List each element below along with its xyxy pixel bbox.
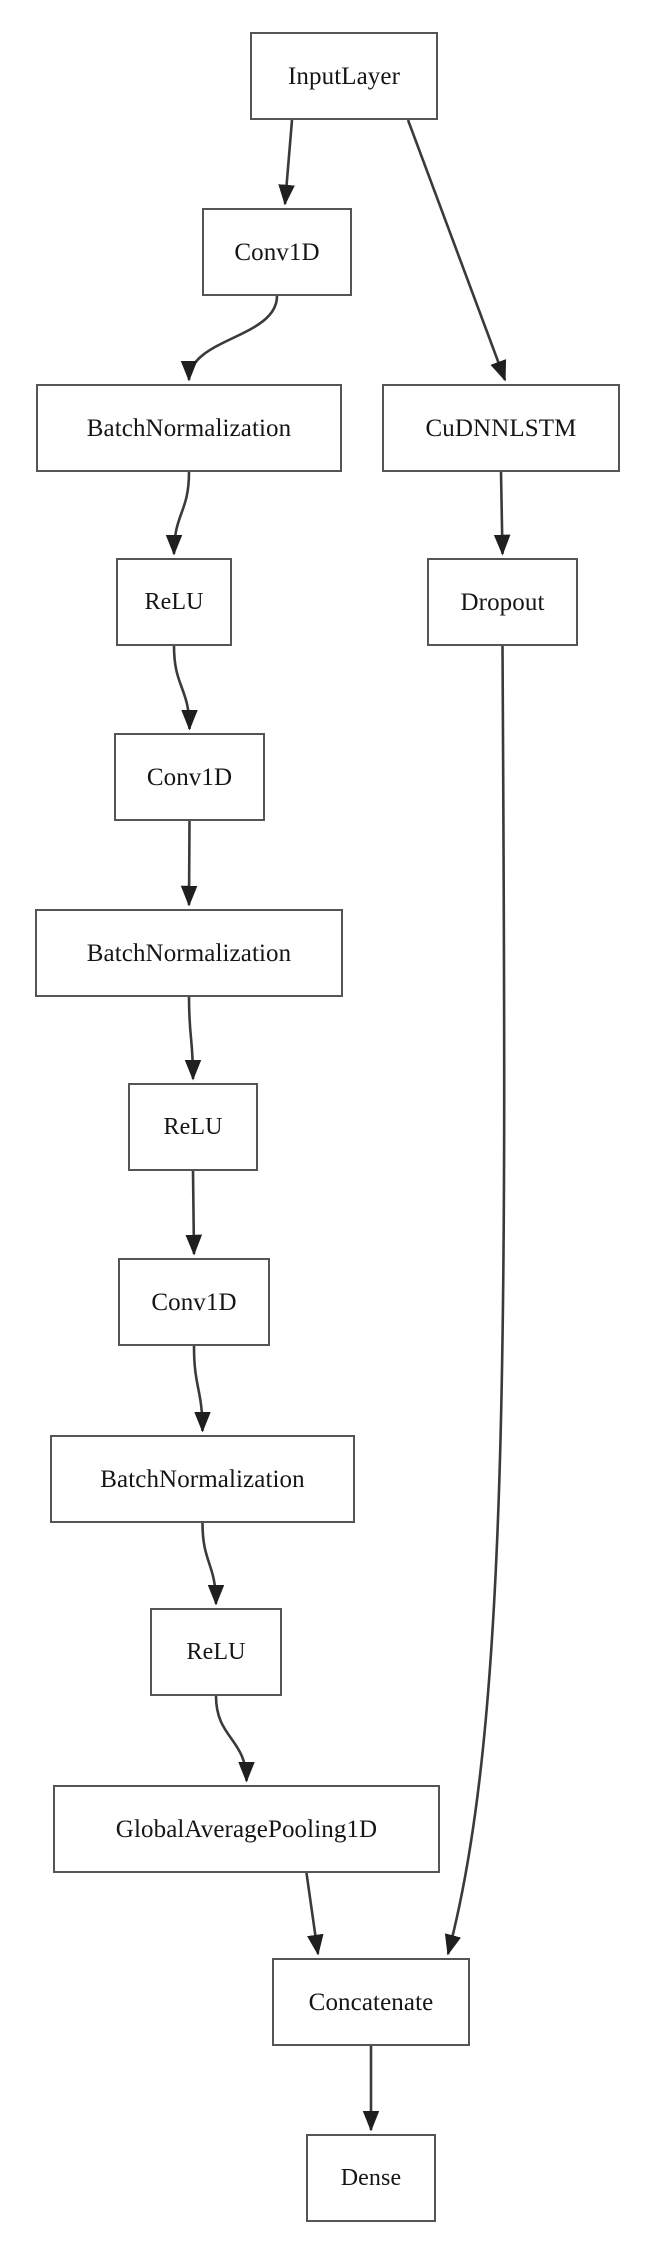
edge-input_layer-to-conv1d_1 <box>278 119 295 206</box>
edge-conv1d_1-to-batchnorm_1 <box>180 295 279 382</box>
node-global_avg_pool[interactable]: GlobalAveragePooling1D <box>53 1785 440 1873</box>
node-conv1d_3[interactable]: Conv1D <box>118 1258 270 1346</box>
edge-batchnorm_3-to-relu_3 <box>201 1522 225 1606</box>
node-label: InputLayer <box>287 62 401 90</box>
node-label: ReLU <box>144 589 204 615</box>
node-label: Conv1D <box>151 1288 237 1316</box>
node-label: GlobalAveragePooling1D <box>115 1815 378 1843</box>
edge-conv1d_3-to-batchnorm_3 <box>192 1345 211 1433</box>
node-batchnorm_2[interactable]: BatchNormalization <box>35 909 343 997</box>
node-dense[interactable]: Dense <box>306 2134 436 2222</box>
node-conv1d_1[interactable]: Conv1D <box>202 208 352 296</box>
node-concatenate[interactable]: Concatenate <box>272 1958 470 2046</box>
node-relu_2[interactable]: ReLU <box>128 1083 258 1171</box>
edge-batchnorm_2-to-relu_2 <box>184 996 202 1081</box>
edge-relu_3-to-global_avg_pool <box>214 1695 255 1783</box>
node-label: BatchNormalization <box>86 939 292 967</box>
node-label: Dense <box>340 2165 402 2191</box>
node-dropout[interactable]: Dropout <box>427 558 578 646</box>
edge-input_layer-to-cudnnlstm <box>406 119 507 382</box>
node-label: Concatenate <box>308 1988 434 2016</box>
node-input_layer[interactable]: InputLayer <box>250 32 438 120</box>
node-conv1d_2[interactable]: Conv1D <box>114 733 265 821</box>
node-label: CuDNNLSTM <box>425 414 577 442</box>
node-label: BatchNormalization <box>100 1465 305 1493</box>
node-label: Conv1D <box>146 763 233 791</box>
node-label: Dropout <box>460 588 545 616</box>
node-label: ReLU <box>163 1114 223 1140</box>
edge-batchnorm_1-to-relu_1 <box>165 471 191 556</box>
node-label: ReLU <box>186 1639 246 1665</box>
edge-cudnnlstm-to-dropout <box>493 471 511 556</box>
edge-conv1d_2-to-batchnorm_2 <box>180 820 198 907</box>
edge-relu_1-to-conv1d_2 <box>172 645 198 731</box>
node-label: Conv1D <box>234 238 320 266</box>
node-batchnorm_1[interactable]: BatchNormalization <box>36 384 342 472</box>
node-batchnorm_3[interactable]: BatchNormalization <box>50 1435 355 1523</box>
node-label: BatchNormalization <box>86 414 292 442</box>
node-cudnnlstm[interactable]: CuDNNLSTM <box>382 384 620 472</box>
node-relu_1[interactable]: ReLU <box>116 558 232 646</box>
edge-global_avg_pool-to-concatenate <box>305 1872 324 1956</box>
edge-dropout-to-concatenate <box>444 645 506 1956</box>
edge-relu_2-to-conv1d_3 <box>185 1170 203 1256</box>
node-relu_3[interactable]: ReLU <box>150 1608 282 1696</box>
